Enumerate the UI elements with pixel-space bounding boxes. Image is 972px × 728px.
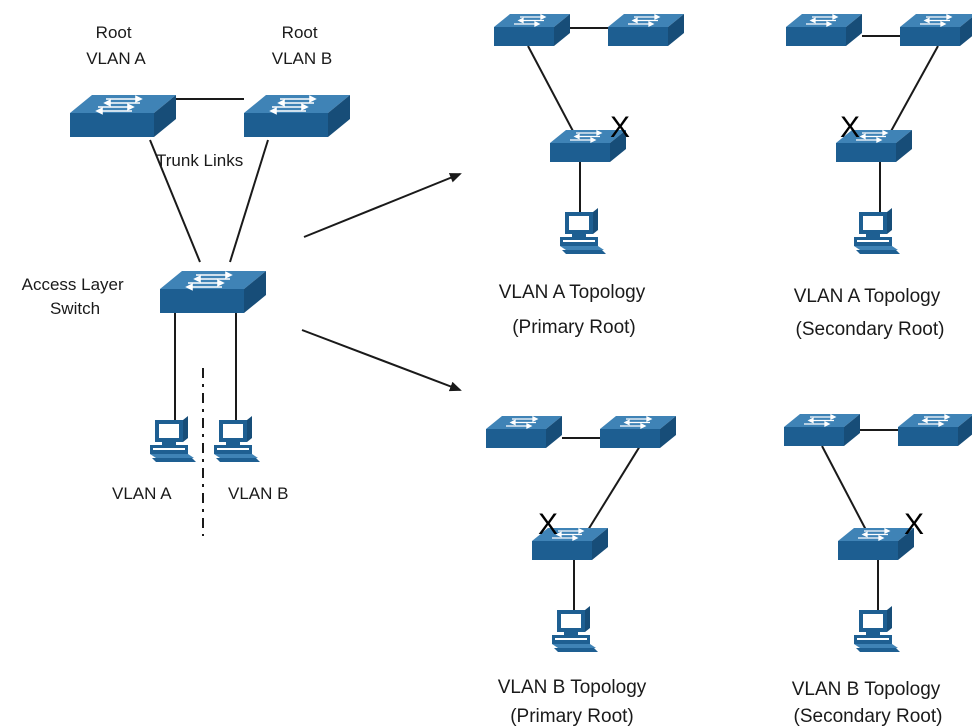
topology-subtitle: (Secondary Root) (796, 319, 945, 340)
switch-root-a (785, 13, 863, 47)
vlan-b-secondary-topology: X VLAN B Topology (Secondary Root) (783, 413, 972, 727)
topology-subtitle: (Primary Root) (512, 317, 636, 338)
topology-title: VLAN A Topology (499, 282, 646, 303)
vlan-b-label: VLAN B (228, 484, 288, 503)
access-layer-switch (159, 270, 267, 314)
trunk-links-label: Trunk Links (156, 151, 243, 170)
vlan-a-secondary-topology: X VLAN A Topology (Secondary Root) (785, 13, 972, 340)
topology-title: VLAN B Topology (498, 677, 647, 698)
blocked-port-x: X (538, 508, 558, 541)
root-a-label: Root VLAN A (86, 23, 146, 68)
switch-root-b (899, 13, 972, 47)
pc (552, 606, 598, 652)
switch-root-a (493, 13, 571, 47)
pc (854, 208, 900, 254)
access-switch (837, 527, 915, 561)
pc (854, 606, 900, 652)
main-topology: Root VLAN A Root VLAN B Trunk Links Acce… (22, 23, 351, 536)
trunk-link-right (229, 139, 269, 263)
blocked-port-x: X (840, 111, 860, 144)
vlan-a-primary-topology: X VLAN A Topology (Primary Root) (493, 13, 685, 338)
blocked-port-x: X (904, 508, 924, 541)
arrow-to-vlan-a (303, 173, 462, 238)
switch-root-a (485, 415, 563, 449)
arrow-to-vlan-b (301, 329, 462, 392)
access-layer-label: Access Layer Switch (22, 275, 129, 318)
pc (560, 208, 606, 254)
vlan-b-primary-topology: X VLAN B Topology (Primary Root) (485, 415, 677, 727)
switch-root-b (599, 415, 677, 449)
pc-vlan-b (214, 416, 260, 462)
pc-vlan-a (150, 416, 196, 462)
switch-root-a (783, 413, 861, 447)
switch-root-b (897, 413, 972, 447)
root-switch-vlan-a (69, 94, 177, 138)
root-switch-vlan-b (243, 94, 351, 138)
vlan-a-label: VLAN A (112, 484, 172, 503)
topology-subtitle: (Secondary Root) (794, 706, 943, 727)
topology-title: VLAN A Topology (794, 286, 941, 307)
blocked-port-x: X (610, 111, 630, 144)
topology-subtitle: (Primary Root) (510, 706, 634, 727)
trunk-link-left (149, 139, 201, 263)
switch-root-b (607, 13, 685, 47)
root-b-label: Root VLAN B (272, 23, 332, 68)
topology-title: VLAN B Topology (792, 679, 941, 700)
